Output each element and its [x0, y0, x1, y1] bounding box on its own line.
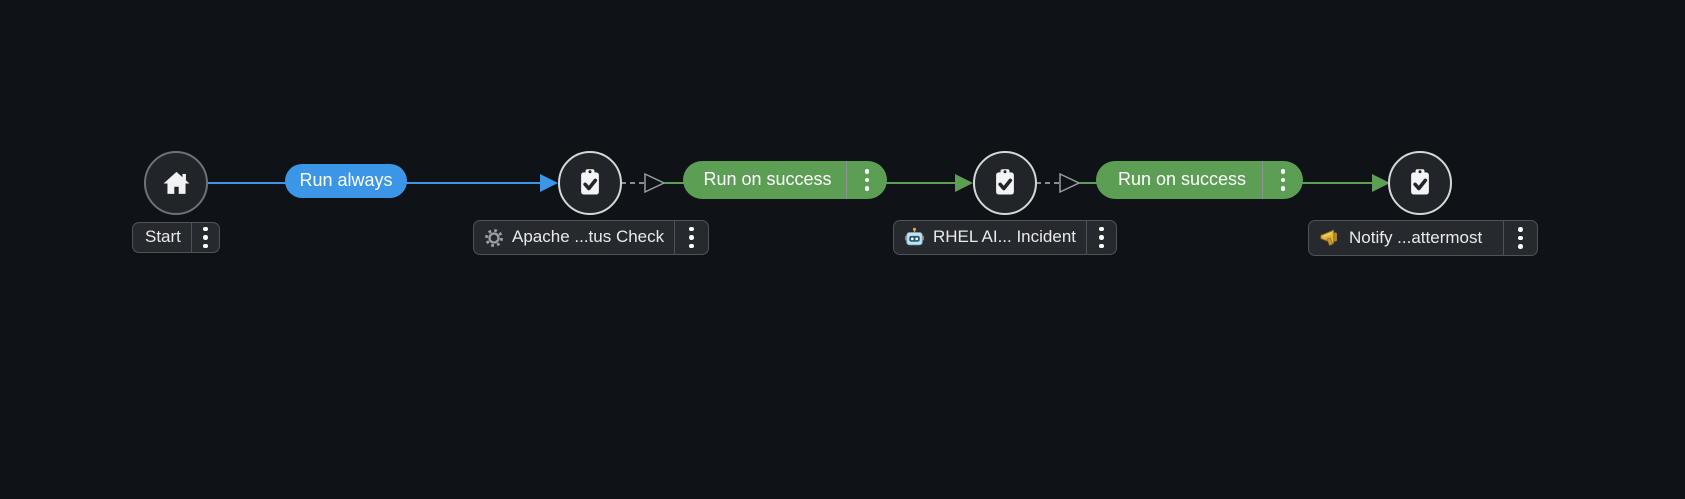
link-pill-run-on-success-2[interactable]: Run on success	[1096, 161, 1303, 199]
link-kebab-menu-button[interactable]	[847, 161, 887, 199]
node-kebab-menu-button[interactable]	[1504, 221, 1537, 255]
kebab-icon	[1518, 225, 1523, 251]
job-node-rhel-ai-incident[interactable]	[973, 151, 1037, 215]
node-label-box-notify[interactable]: Notify ...attermost	[1308, 220, 1538, 256]
link-arrow-success-2	[1372, 174, 1390, 192]
link-pill-label: Run on success	[703, 169, 832, 189]
job-node-notify-mattermost[interactable]	[1388, 151, 1452, 215]
pill-divider	[846, 161, 847, 199]
home-icon	[163, 171, 189, 194]
label-divider	[1086, 221, 1087, 254]
link-arrow-success-1	[955, 174, 973, 192]
megaphone-icon	[1309, 227, 1341, 249]
kebab-icon	[1099, 225, 1104, 251]
node-label-text: Apache ...tus Check	[512, 227, 665, 246]
node-label-box-rhel-ai[interactable]: RHEL AI... Incident	[893, 220, 1117, 255]
link-arrow-always	[540, 174, 558, 192]
clipboard-check-icon	[1411, 169, 1429, 195]
clipboard-check-icon	[996, 169, 1014, 195]
link-kebab-menu-button[interactable]	[1263, 161, 1303, 199]
clipboard-check-icon	[581, 169, 599, 195]
kebab-icon	[689, 225, 694, 251]
label-divider	[674, 221, 676, 254]
kebab-icon	[1280, 167, 1286, 193]
node-kebab-menu-button[interactable]	[1087, 221, 1116, 254]
start-node-label-box[interactable]: Start	[132, 222, 220, 253]
link-pill-run-on-success-1[interactable]: Run on success	[683, 161, 887, 199]
node-label-box-apache[interactable]: Apache ...tus Check	[473, 220, 709, 255]
label-divider	[191, 223, 192, 252]
gear-icon	[474, 228, 504, 248]
link-pill-run-always[interactable]: Run always	[285, 164, 407, 198]
link-pill-label: Run on success	[1117, 169, 1247, 189]
job-node-apache-status-check[interactable]	[558, 151, 622, 215]
kebab-icon	[864, 167, 870, 193]
kebab-icon	[203, 225, 208, 251]
link-hollow-arrow-2	[1059, 172, 1081, 194]
robot-icon	[894, 227, 925, 248]
node-label-text: RHEL AI... Incident	[933, 227, 1076, 246]
node-kebab-menu-button[interactable]	[675, 221, 708, 254]
node-label-text: Notify ...attermost	[1349, 227, 1483, 247]
node-kebab-menu-button[interactable]	[192, 223, 219, 252]
pill-divider	[1262, 161, 1263, 199]
start-node[interactable]	[144, 151, 208, 215]
node-label-text: Start	[145, 227, 181, 246]
label-divider	[1503, 221, 1504, 255]
link-pill-label: Run always	[299, 170, 393, 190]
link-hollow-arrow-1	[644, 172, 666, 194]
